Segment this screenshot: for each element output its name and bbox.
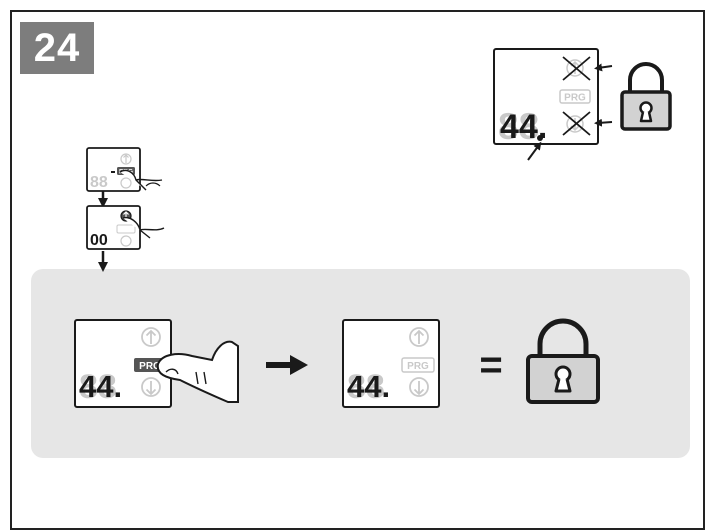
down-arrow-icon (141, 377, 161, 397)
arrow-icon (594, 118, 613, 127)
small-display-step-1: PRG 88 (86, 147, 163, 192)
svg-text:PRG: PRG (407, 361, 429, 372)
display-panel-result: PRG 88 44. (342, 319, 440, 408)
prg-button (401, 357, 435, 373)
arrow-right-icon (266, 355, 308, 375)
arrow-icon (594, 63, 613, 72)
svg-text:PRG: PRG (564, 93, 586, 104)
svg-text:PRG: PRG (139, 361, 161, 372)
display-panel-pressing: PRG 88 44. (74, 319, 172, 408)
down-arrow-icon (120, 177, 132, 189)
instruction-illustration: PRG 88 44. PRG 88 (74, 48, 672, 408)
arrow-icon (527, 141, 542, 161)
cross-icon (562, 56, 591, 81)
display-digits-dim: 88 (79, 368, 117, 406)
display-digits-dim: 88 (347, 368, 385, 406)
dot-indicator (537, 135, 543, 141)
display-digits-dim: 88 (498, 106, 539, 147)
finger-icon (156, 340, 239, 403)
locked-reference-group: PRG 88 44. (493, 48, 672, 161)
up-arrow-icon (409, 327, 429, 347)
display-digits-lit: 44. (347, 369, 390, 404)
down-arrow-icon (120, 235, 132, 247)
prg-button-small (116, 224, 136, 234)
step-number-badge: 24 (20, 22, 94, 74)
down-arrow-icon (409, 377, 429, 397)
small-display-step-2: 00 (86, 205, 165, 250)
display-digits-dim: 88 (90, 174, 108, 191)
cross-icon (562, 111, 591, 136)
up-arrow-icon (120, 153, 132, 165)
up-arrow-icon (141, 327, 161, 347)
display-digits-lit: 00 (90, 232, 108, 249)
finger-icon (122, 216, 165, 239)
padlock-icon (526, 318, 600, 404)
prg-button-dim: PRG (559, 89, 591, 104)
padlock-icon (620, 62, 672, 131)
finger-icon (119, 169, 163, 191)
equals-sign: = (479, 343, 502, 387)
display-digits-lit: 44. (79, 369, 122, 404)
